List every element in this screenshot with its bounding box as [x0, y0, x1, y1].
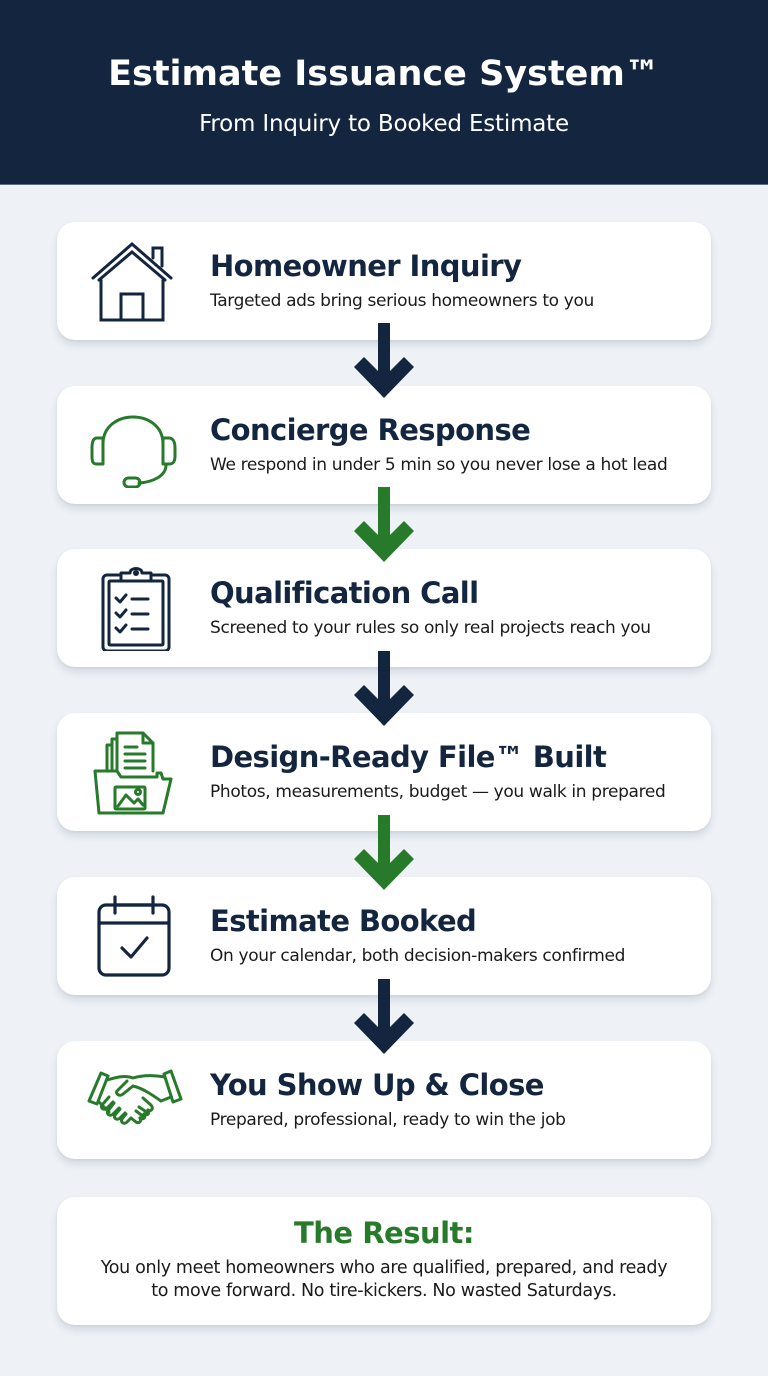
step-title: Design-Ready File™ Built	[210, 740, 607, 774]
step-description: Photos, measurements, budget — you walk …	[210, 782, 666, 802]
calendar-check-icon	[87, 893, 183, 979]
step-title: Homeowner Inquiry	[210, 249, 522, 283]
down-arrow-icon	[352, 487, 416, 565]
step-title: You Show Up & Close	[210, 1068, 544, 1102]
folder-file-icon	[87, 729, 183, 815]
down-arrow-icon	[352, 651, 416, 729]
clipboard-checklist-icon	[87, 565, 183, 651]
down-arrow-icon	[352, 979, 416, 1057]
step-description: On your calendar, both decision-makers c…	[210, 946, 626, 966]
page-title: Estimate Issuance System™	[108, 54, 660, 94]
handshake-icon	[87, 1057, 183, 1143]
step-description: We respond in under 5 min so you never l…	[210, 455, 668, 475]
headset-icon	[87, 402, 183, 488]
step-title: Concierge Response	[210, 413, 531, 447]
step-card-show-up-close: You Show Up & Close Prepared, profession…	[57, 1041, 711, 1159]
result-title: The Result:	[294, 1216, 475, 1250]
header-banner: Estimate Issuance System™ From Inquiry t…	[0, 0, 768, 185]
house-icon	[87, 238, 183, 324]
step-title: Qualification Call	[210, 576, 479, 610]
page-subtitle: From Inquiry to Booked Estimate	[199, 111, 569, 137]
step-card-estimate-booked: Estimate Booked On your calendar, both d…	[57, 877, 711, 995]
step-card-concierge-response: Concierge Response We respond in under 5…	[57, 386, 711, 504]
down-arrow-icon	[352, 815, 416, 893]
step-description: Screened to your rules so only real proj…	[210, 618, 651, 638]
step-card-design-ready-file: Design-Ready File™ Built Photos, measure…	[57, 713, 711, 831]
step-description: Prepared, professional, ready to win the…	[210, 1110, 566, 1130]
result-card: The Result: You only meet homeowners who…	[57, 1197, 711, 1325]
step-card-qualification-call: Qualification Call Screened to your rule…	[57, 549, 711, 667]
step-card-homeowner-inquiry: Homeowner Inquiry Targeted ads bring ser…	[57, 222, 711, 340]
down-arrow-icon	[352, 323, 416, 401]
result-body: You only meet homeowners who are qualifi…	[100, 1258, 668, 1301]
step-description: Targeted ads bring serious homeowners to…	[210, 291, 594, 311]
step-title: Estimate Booked	[210, 904, 477, 938]
